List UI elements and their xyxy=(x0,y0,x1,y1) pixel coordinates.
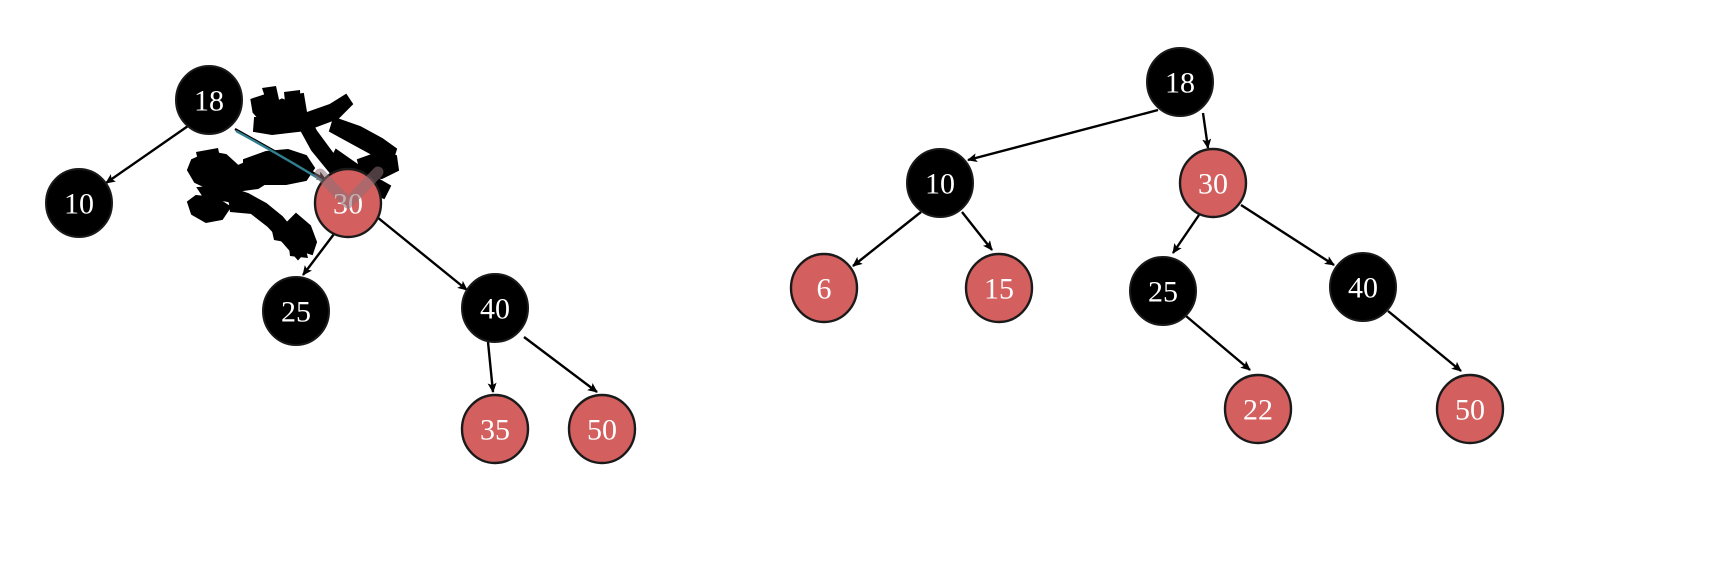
node-15-after[interactable]: 15 xyxy=(964,252,1034,324)
node-50-before[interactable]: 50 xyxy=(567,393,637,465)
node-6-after[interactable]: 6 xyxy=(789,252,859,324)
edge-30-40-after xyxy=(1240,203,1335,267)
edge-18-10-after xyxy=(967,108,1159,163)
node-10-after[interactable]: 10 xyxy=(906,148,974,218)
node-22-after[interactable]: 22 xyxy=(1223,373,1293,445)
edge-30-25-after xyxy=(1172,214,1200,254)
node-18-after[interactable]: 18 xyxy=(1146,47,1214,117)
node-18-before[interactable]: 18 xyxy=(175,65,243,135)
edge-10-6-after xyxy=(852,211,922,267)
node-50-after[interactable]: 50 xyxy=(1435,373,1505,445)
node-40-before[interactable]: 40 xyxy=(461,273,529,343)
edge-40-35 xyxy=(486,341,497,393)
node-25-before[interactable]: 25 xyxy=(262,276,330,346)
edge-40-50 xyxy=(523,336,598,393)
edge-18-30-after xyxy=(1201,112,1212,149)
edge-30-25 xyxy=(302,233,335,276)
node-30-after[interactable]: 30 xyxy=(1178,147,1248,219)
edge-30-40 xyxy=(376,216,468,291)
edge-18-10 xyxy=(105,125,189,184)
edge-40-50-after xyxy=(1387,310,1462,372)
node-35-before[interactable]: 35 xyxy=(460,393,530,465)
edges-after xyxy=(852,108,1462,372)
edge-25-22-after xyxy=(1185,315,1251,371)
edge-10-15-after xyxy=(961,211,993,251)
node-40-after[interactable]: 40 xyxy=(1329,252,1397,322)
node-10-before[interactable]: 10 xyxy=(45,168,113,238)
mauve-v-highlight xyxy=(314,166,384,209)
node-25-after[interactable]: 25 xyxy=(1129,256,1197,326)
